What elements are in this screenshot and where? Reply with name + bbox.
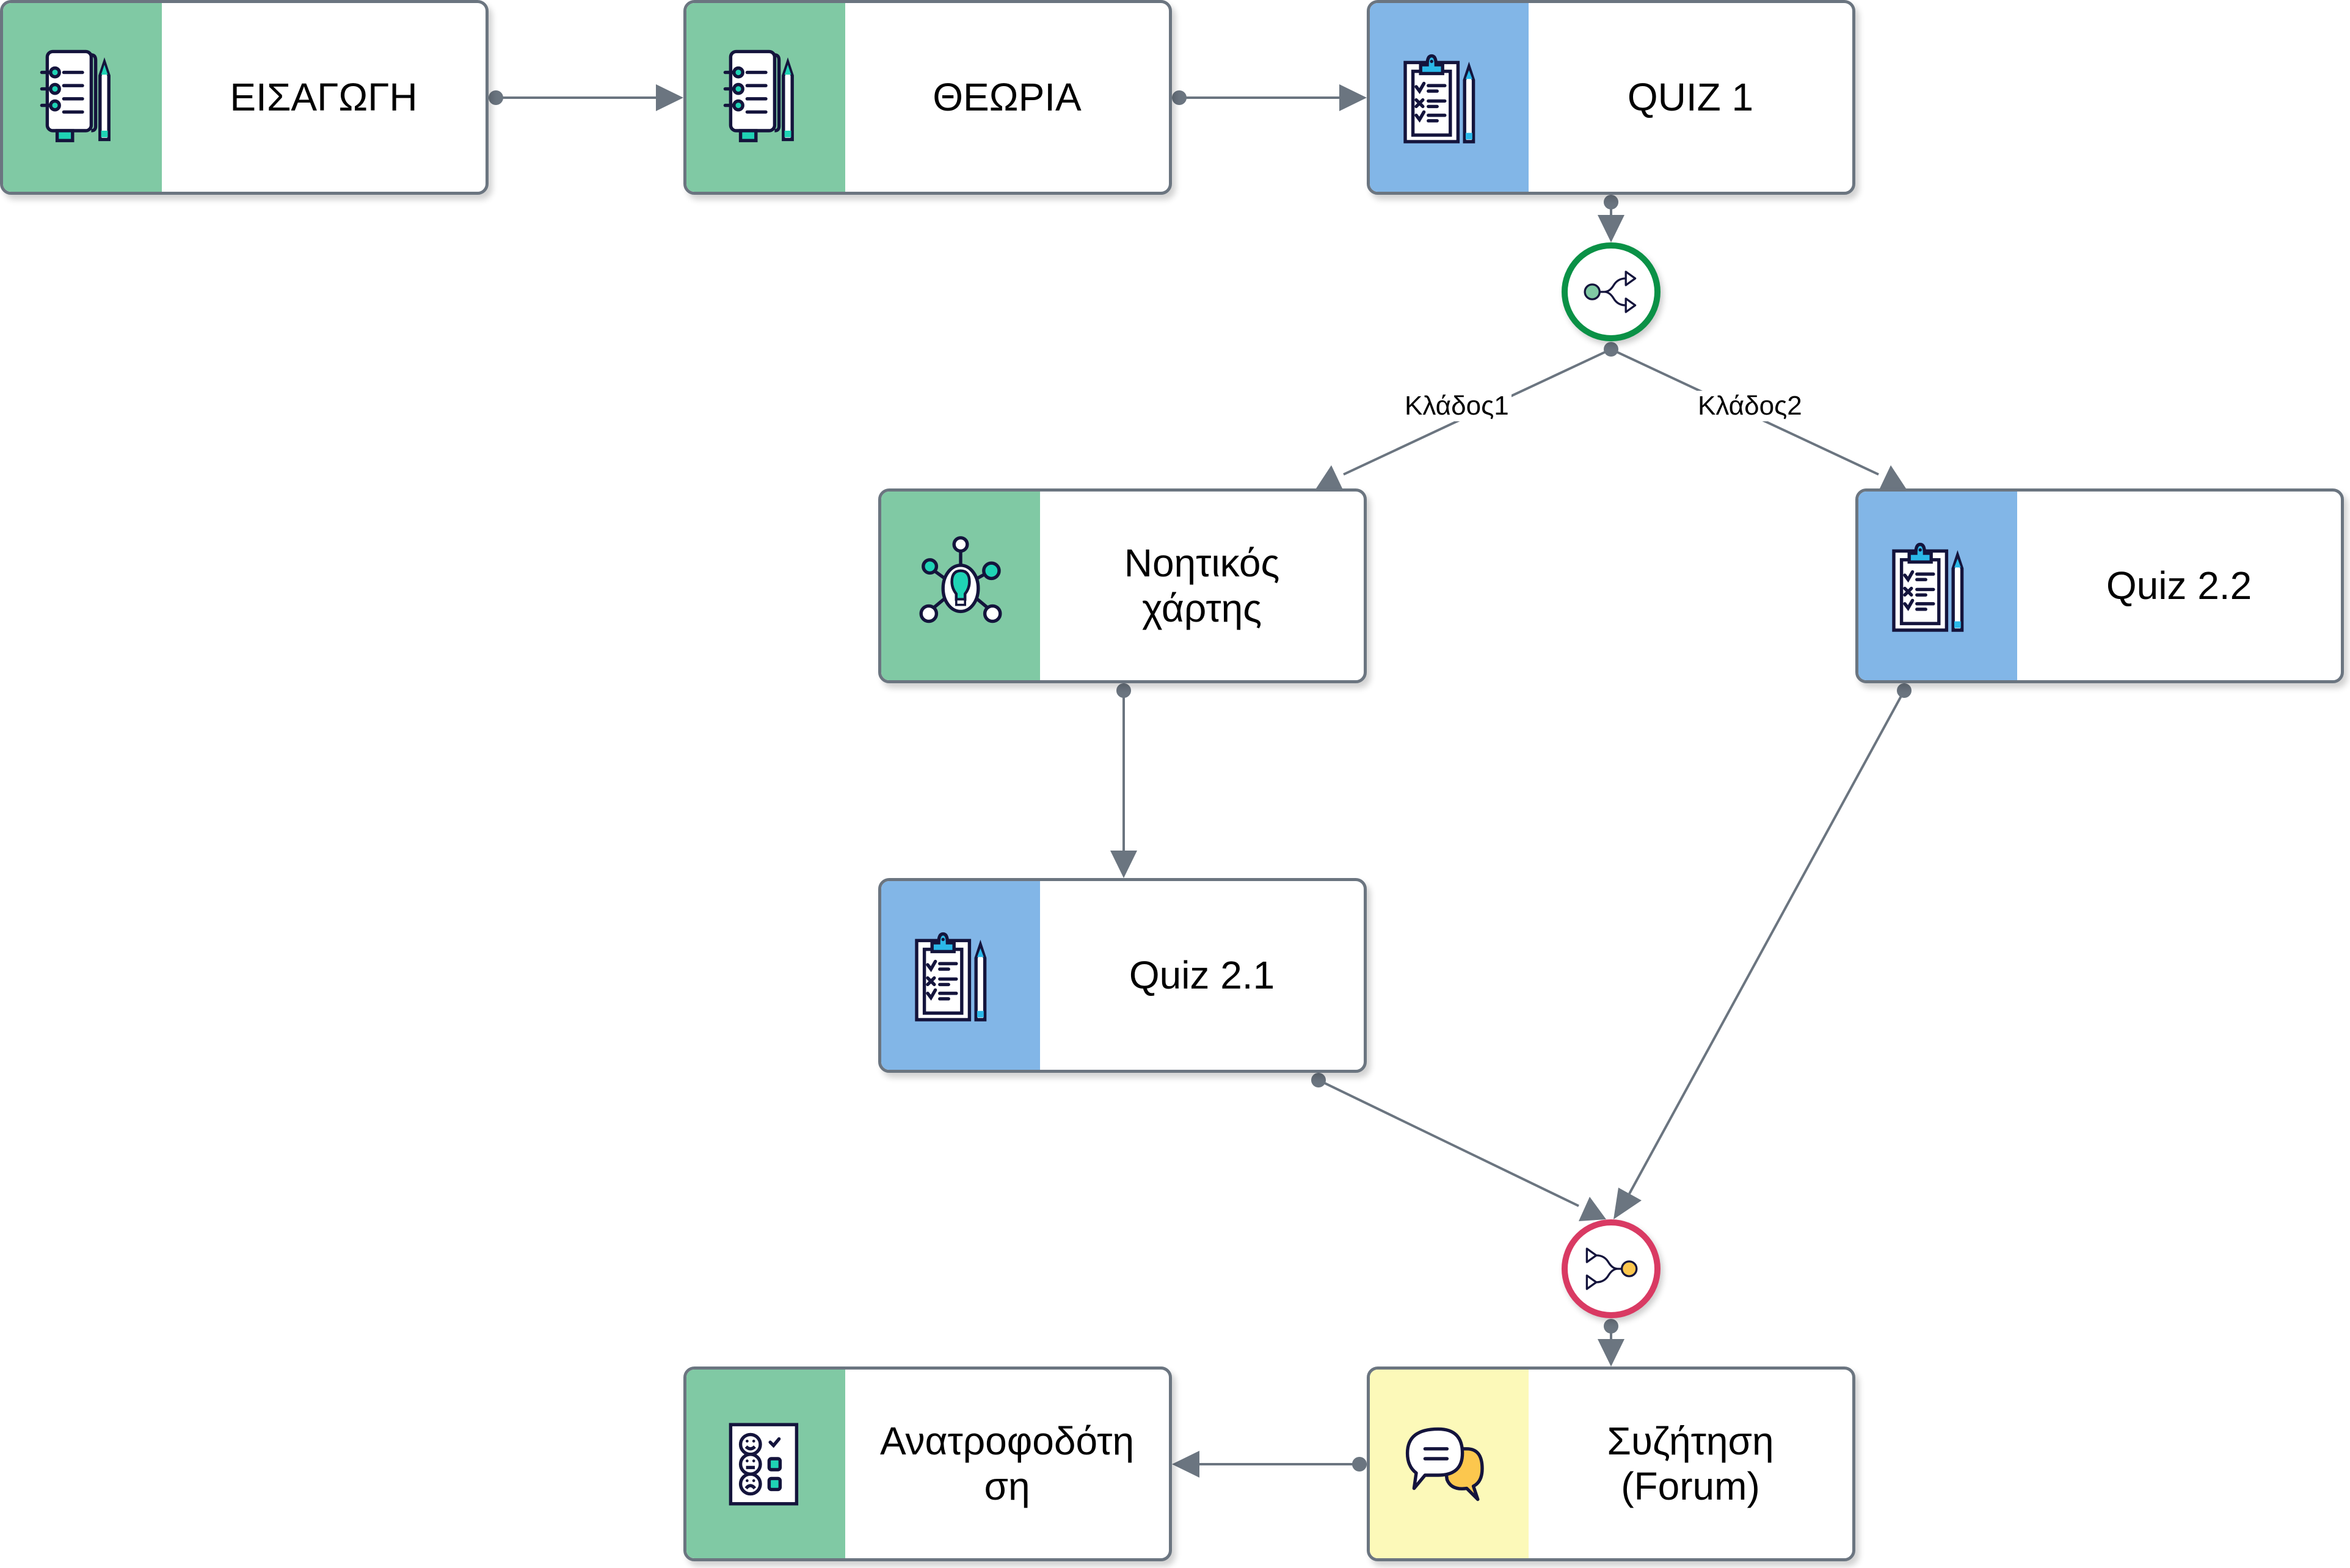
clipboard-checklist-icon [1892, 542, 1964, 632]
node-label: QUIZ 1 [1627, 74, 1754, 119]
node-quiz22[interactable]: Quiz 2.2 [1855, 488, 2344, 683]
node-icon-area [881, 492, 1040, 680]
node-label: Quiz 2.2 [2106, 563, 2252, 608]
merge-branch-icon [1585, 1247, 1638, 1290]
feedback-survey-icon [729, 1423, 799, 1505]
edge-start-dot [1897, 683, 1912, 698]
arrowhead [1579, 1197, 1606, 1221]
arrowhead [1598, 1339, 1624, 1367]
node-quiz1[interactable]: QUIZ 1 [1367, 0, 1855, 195]
node-icon-area [686, 1370, 845, 1558]
node-label: ΘΕΩΡΙΑ [933, 74, 1082, 119]
arrowhead [1110, 851, 1137, 878]
node-label: ΕΙΣΑΓΩΓΗ [230, 74, 418, 119]
node-label: Quiz 2.1 [1129, 953, 1275, 997]
node-icon-area [1370, 1370, 1529, 1558]
edge-label-branch2: Κλάδος2 [1695, 391, 1805, 421]
edge-quiz22-merge[interactable] [1628, 690, 1905, 1194]
arrowhead [1339, 84, 1367, 111]
arrowhead [1316, 465, 1342, 488]
edge-start-dot [1352, 1457, 1367, 1472]
edge-start-dot [1604, 342, 1618, 357]
node-icon-area [1370, 3, 1529, 192]
edge-start-dot [489, 90, 503, 105]
edge-start-dot [1172, 90, 1187, 105]
clipboard-checklist-icon [915, 932, 987, 1022]
node-icon-area [686, 3, 845, 192]
node-intro[interactable]: ΕΙΣΑΓΩΓΗ [0, 0, 489, 195]
node-mindmap[interactable]: Νοητικός χάρτης [878, 488, 1367, 683]
mind-map-lightbulb-icon [919, 535, 1002, 623]
node-label: Ανατροφοδότη ση [879, 1418, 1135, 1508]
node-label: Νοητικός χάρτης [1124, 540, 1280, 630]
chat-bubbles-icon [1405, 1427, 1484, 1501]
arrowhead [1613, 1188, 1642, 1219]
notebook-pencil-icon [40, 49, 111, 142]
edge-start-dot [1604, 195, 1618, 209]
clipboard-checklist-icon [1403, 54, 1475, 143]
node-icon-area [881, 881, 1040, 1070]
edge-quiz21-merge[interactable] [1318, 1079, 1579, 1207]
node-forum[interactable]: Συζήτηση (Forum) [1367, 1367, 1855, 1561]
node-icon-area [3, 3, 162, 192]
gate-split[interactable] [1562, 242, 1661, 341]
gate-merge[interactable] [1562, 1219, 1661, 1318]
edge-label-branch1: Κλάδος1 [1402, 391, 1511, 421]
edge-start-dot [1604, 1319, 1618, 1334]
arrowhead [1172, 1451, 1199, 1478]
arrowhead [1880, 465, 1906, 488]
node-quiz21[interactable]: Quiz 2.1 [878, 878, 1367, 1073]
edge-start-dot [1311, 1073, 1326, 1087]
node-label: Συζήτηση (Forum) [1607, 1418, 1774, 1508]
edge-start-dot [1116, 683, 1131, 698]
split-branch-icon [1584, 270, 1637, 313]
arrowhead [1598, 215, 1624, 242]
node-theory[interactable]: ΘΕΩΡΙΑ [683, 0, 1172, 195]
node-feedback[interactable]: Ανατροφοδότη ση [683, 1367, 1172, 1561]
node-icon-area [1858, 492, 2017, 680]
notebook-pencil-icon [723, 49, 794, 142]
arrowhead [656, 84, 683, 111]
